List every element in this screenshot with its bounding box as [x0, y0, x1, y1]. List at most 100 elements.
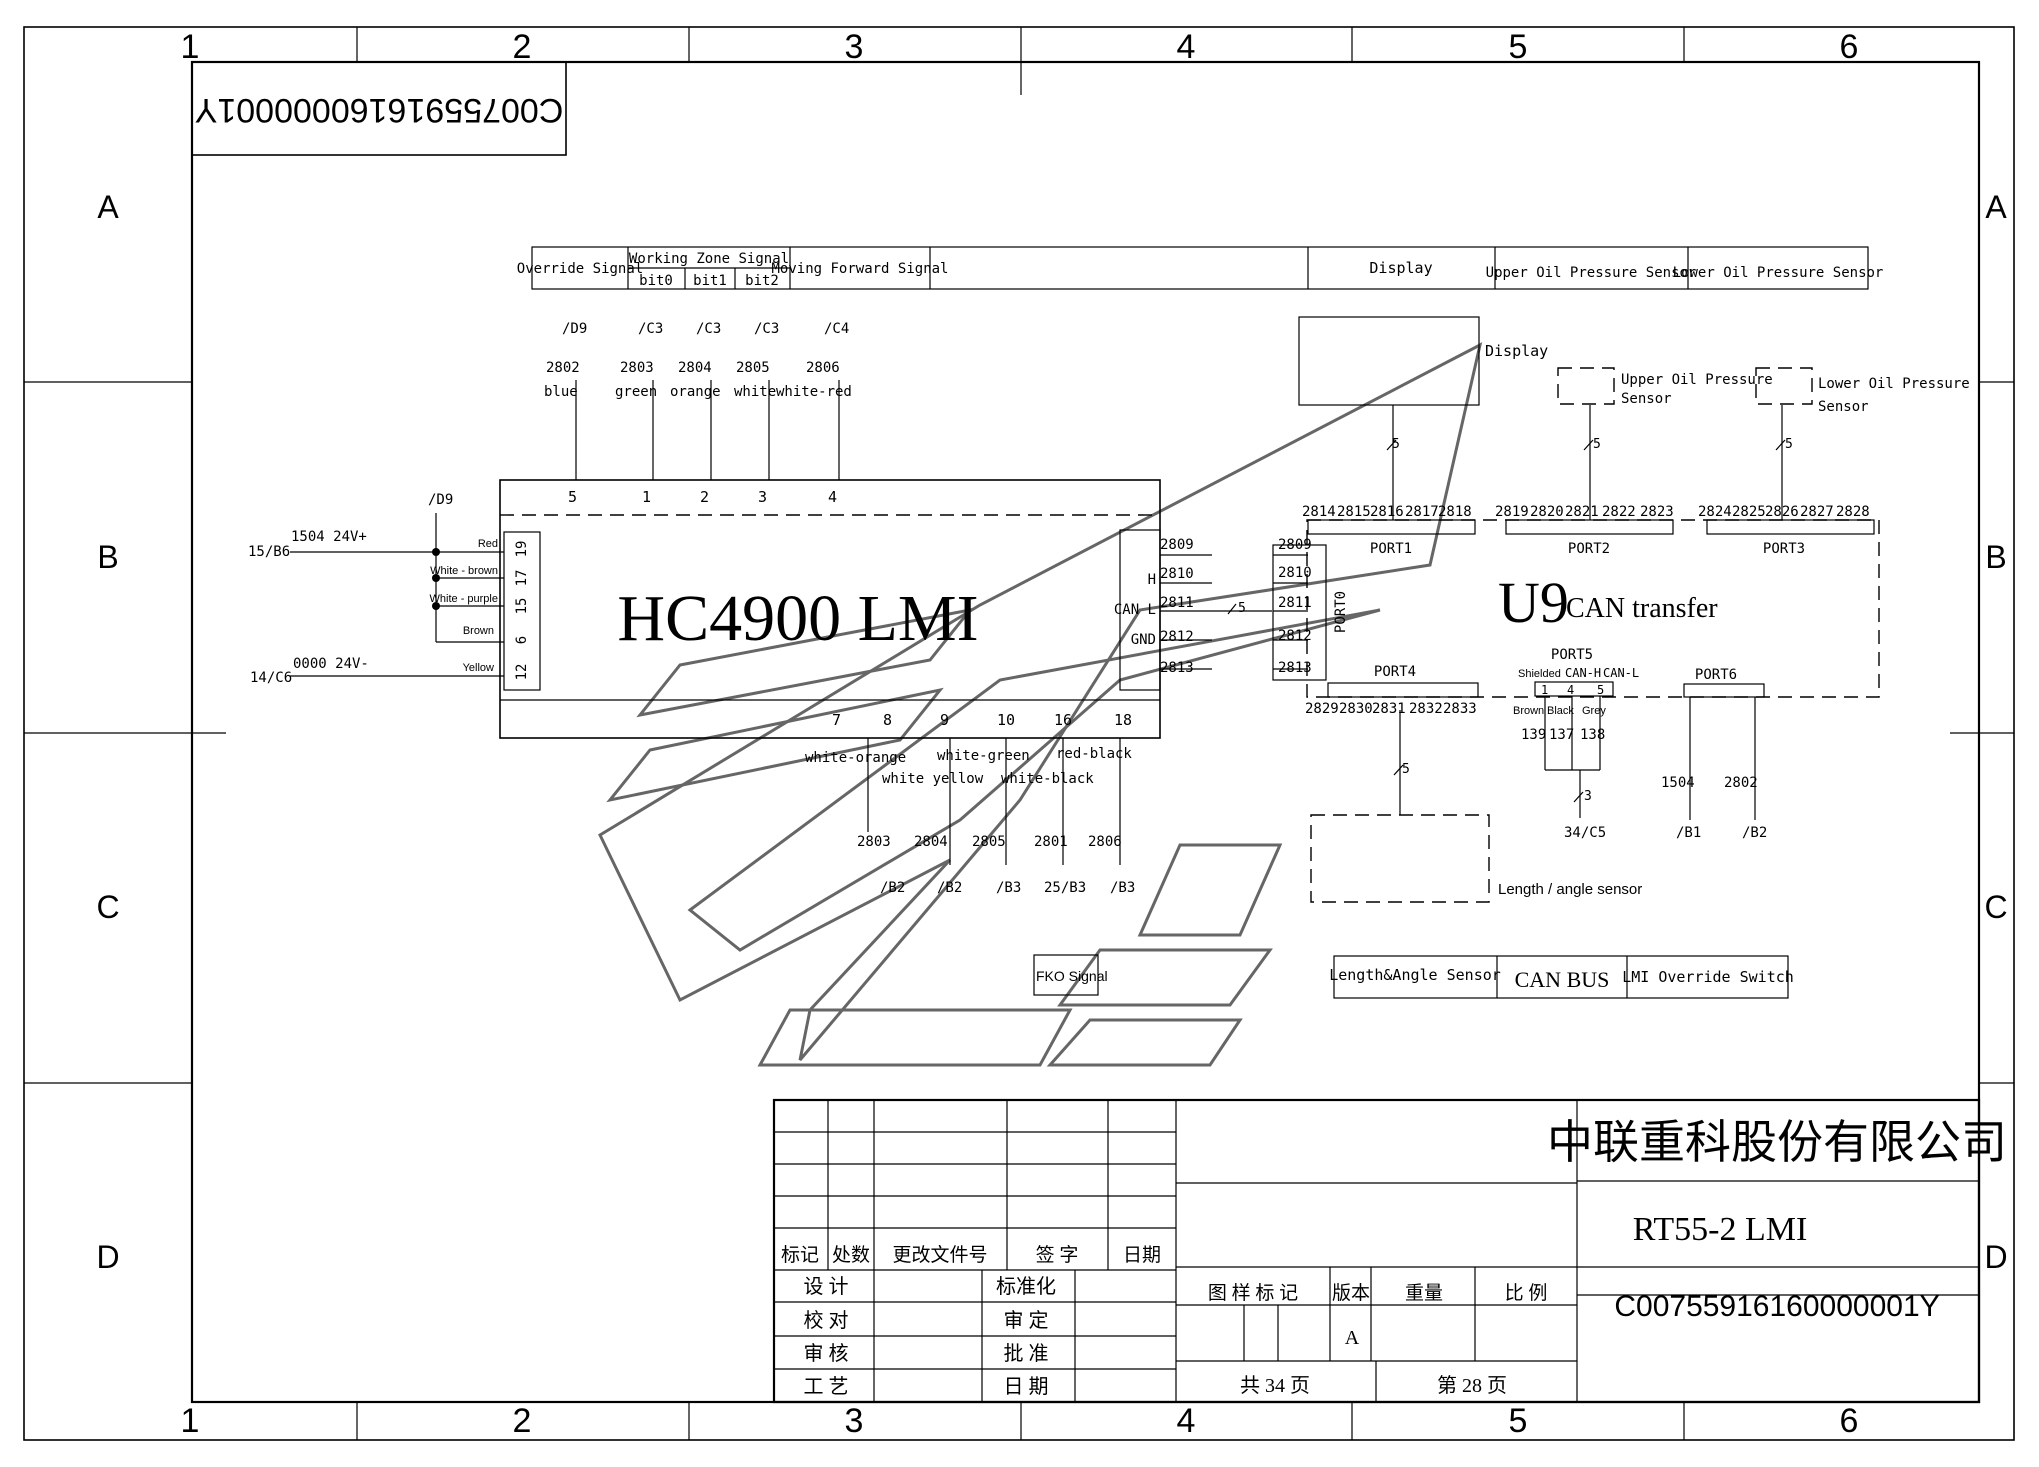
- header-override-signal: Override Signal: [517, 261, 643, 277]
- lmi-bottom-pin: 18: [1114, 711, 1132, 729]
- port1-wire: 2816: [1370, 504, 1404, 520]
- port5-count: 3: [1584, 789, 1592, 804]
- port0-wire: 2810: [1278, 565, 1312, 581]
- col-label: 1: [181, 1402, 200, 1440]
- port5-pin: 5: [1597, 683, 1604, 697]
- port5-color: Brown: [1513, 705, 1544, 717]
- row-label: A: [1985, 189, 2007, 225]
- lmi-can-wire: 2811: [1160, 595, 1194, 611]
- port5-color: Black: [1547, 705, 1574, 717]
- lmi-bottom-color: white-orange: [805, 750, 906, 766]
- column-labels: 1 2 3 4 5 6 1 2 3 4 5 6: [181, 28, 1859, 1440]
- port1-wire: 2814: [1302, 504, 1336, 520]
- rev-header: 处数: [832, 1244, 870, 1266]
- sign-left: 审 核: [804, 1342, 849, 1365]
- port0-wire: 2812: [1278, 628, 1312, 644]
- info-header: 图 样 标 记: [1208, 1282, 1298, 1304]
- info-header: 重量: [1405, 1282, 1443, 1304]
- upper-oil-label-2: Sensor: [1621, 391, 1672, 407]
- port4-bus-count: 5: [1402, 762, 1410, 777]
- port5-pin: 1: [1541, 683, 1548, 697]
- lmi-top-wire: 2806: [806, 360, 840, 376]
- lmi-bottom-pin: 9: [940, 711, 949, 729]
- lmi-bottom-ref: /B2: [880, 880, 905, 896]
- lmi-left-color: White - brown: [430, 565, 498, 577]
- lmi-can-connector: H CAN L GND 2809 2810 2811 2812 2813 5: [1114, 529, 1272, 691]
- port5-head: CAN-L: [1603, 666, 1639, 680]
- port0-wire: 2809: [1278, 537, 1312, 553]
- rev-header: 签 字: [1036, 1244, 1079, 1266]
- lmi-bottom-pin: 16: [1054, 711, 1072, 729]
- watermark-logo: [598, 342, 1483, 1067]
- rev-header: 日期: [1123, 1244, 1161, 1266]
- hc4900-lmi-block: HC4900 LMI 5 1 2 3 4 /D9 /C3 /C3 /C3 /C4…: [248, 321, 1272, 896]
- lmi-top-ref: /C3: [696, 321, 721, 337]
- sign-left: 工 艺: [804, 1375, 849, 1398]
- drawing-frame: [23, 26, 2015, 1441]
- lmi-can-wire: 2813: [1160, 660, 1194, 676]
- version-value: A: [1345, 1327, 1360, 1349]
- port0-wire: 2811: [1278, 595, 1312, 611]
- col-label: 3: [845, 28, 864, 66]
- port4-wire: 2832: [1409, 701, 1443, 717]
- port1-label: PORT1: [1370, 541, 1412, 557]
- fko-signal: FKO Signal: [1033, 954, 1108, 996]
- lmi-top-color: green: [615, 384, 657, 400]
- lmi-can-wire: 2810: [1160, 566, 1194, 582]
- port3-wire: 2828: [1836, 504, 1870, 520]
- row-label: A: [97, 189, 119, 225]
- col-label: 5: [1509, 28, 1528, 66]
- port3-wire: 2826: [1765, 504, 1799, 520]
- sign-left: 校 对: [804, 1309, 849, 1332]
- lmi-top-ref: /D9: [562, 321, 587, 337]
- lmi-bottom-connectors: 7 8 9 10 16 18 white-orange white-green …: [805, 711, 1135, 896]
- port4-wire: 2829: [1305, 701, 1339, 717]
- sign-mid: 批 准: [1004, 1342, 1049, 1365]
- lmi-bottom-wire: 2806: [1088, 834, 1122, 850]
- lmi-left-color: Yellow: [463, 662, 494, 674]
- upper-oil-sensor: Upper Oil Pressure Sensor: [1557, 367, 1773, 407]
- port2-bus-count: 5: [1593, 437, 1601, 452]
- lmi-top-pin: 5: [568, 488, 577, 506]
- upper-oil-label-1: Upper Oil Pressure: [1621, 372, 1773, 388]
- port3-wire: 2824: [1698, 504, 1732, 520]
- bus-legend-table: Length&Angle Sensor CAN BUS LMI Override…: [1329, 955, 1794, 999]
- u9-port0: PORT0 2809 2810 2811 2812 2813: [1272, 537, 1349, 681]
- supply-neg: 0000 24V-: [293, 656, 369, 672]
- lmi-top-pin: 1: [642, 488, 651, 506]
- lmi-top-ref: /C3: [638, 321, 663, 337]
- col-label: 1: [181, 28, 200, 66]
- lower-oil-label-2: Sensor: [1818, 399, 1869, 415]
- header-upper-oil: Upper Oil Pressure Sensor: [1486, 265, 1697, 281]
- header-moving-forward: Moving Forward Signal: [771, 261, 948, 277]
- lmi-bottom-ref: 25/B3: [1044, 880, 1086, 896]
- col-label: 2: [513, 28, 532, 66]
- header-working-zone: Working Zone Signal: [629, 251, 789, 267]
- u9-port4: 5 PORT4 2829 2830 2831 2832 2833: [1305, 664, 1479, 815]
- port1-wire: 2815: [1337, 504, 1371, 520]
- lmi-left-pin: 17: [514, 570, 530, 587]
- u9-port1: 5 2814 2815 2816 2817 2818 PORT1: [1302, 405, 1476, 557]
- lmi-left-pin: 15: [514, 598, 530, 615]
- lmi-left-pin: 19: [514, 541, 530, 558]
- page-number: 第 28 页: [1437, 1374, 1507, 1397]
- port2-wire: 2821: [1565, 504, 1599, 520]
- u9-port6: PORT6 1504 2802 /B1 /B2: [1661, 667, 1767, 841]
- sign-mid: 审 定: [1004, 1309, 1049, 1332]
- lmi-bottom-pin: 8: [883, 711, 892, 729]
- fko-signal-label: FKO Signal: [1036, 968, 1108, 984]
- u9-subtitle: CAN transfer: [1566, 593, 1718, 624]
- u9-port2: 5 2819 2820 2821 2822 2823 PORT2: [1495, 405, 1674, 557]
- row-label: B: [97, 539, 118, 575]
- col-label: 5: [1509, 1402, 1528, 1440]
- port4-wire: 2830: [1339, 701, 1373, 717]
- length-angle-label: Length / angle sensor: [1498, 881, 1642, 898]
- port5-color: Grey: [1582, 705, 1606, 717]
- lmi-top-pin: 4: [828, 488, 837, 506]
- port4-wire: 2831: [1372, 701, 1406, 717]
- signal-header-table: Override Signal Working Zone Signal bit0…: [517, 246, 1883, 290]
- rev-header: 标记: [781, 1244, 819, 1266]
- port1-bus-count: 5: [1392, 437, 1400, 452]
- total-pages: 共 34 页: [1240, 1374, 1310, 1397]
